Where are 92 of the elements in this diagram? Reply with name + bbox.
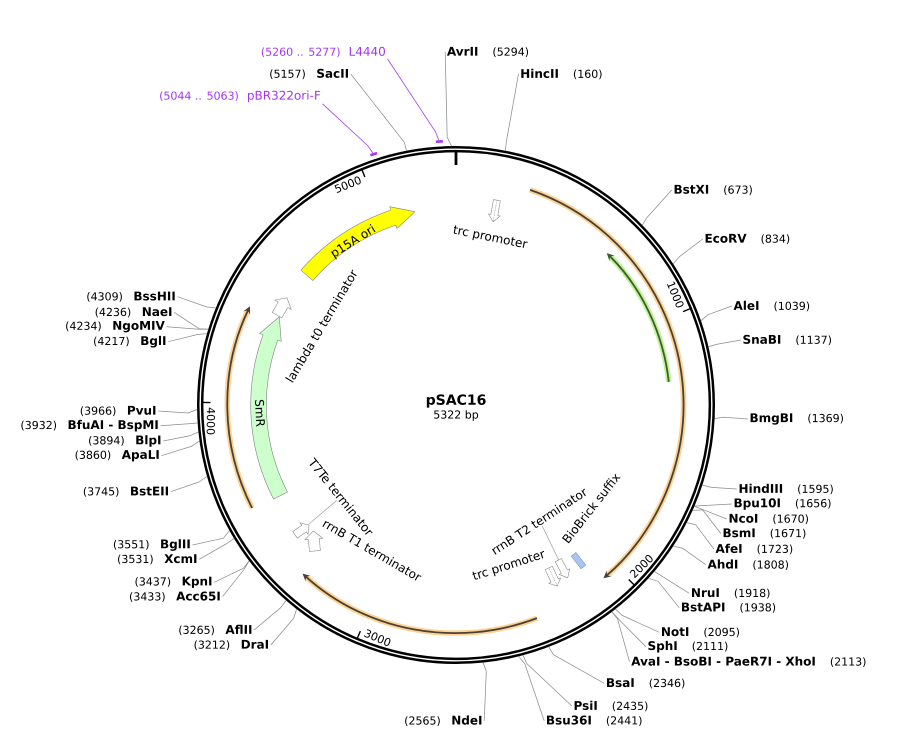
- sequence-length: 5322 bp: [434, 410, 478, 421]
- leader-line: [686, 522, 714, 550]
- site-label: (4309) BssHII: [87, 292, 175, 302]
- site-label: HincII (160): [521, 68, 602, 80]
- leader-line: [270, 608, 297, 646]
- primer-label: (5044 .. 5063) pBR322ori-F: [160, 90, 320, 102]
- site-label: Bsu36I (2441): [547, 716, 642, 726]
- site-label: (3894) BlpI: [89, 435, 160, 447]
- site-label: AfeI (1723): [716, 544, 792, 554]
- site-label: (3932) BfuAI - BspMI: [21, 420, 158, 432]
- terminator-symbol: [554, 558, 570, 578]
- leader-line: [174, 312, 209, 330]
- leader-line: [522, 654, 572, 706]
- site-label: (3437) KpnI: [135, 576, 212, 588]
- site-label: BstXI (673): [674, 184, 752, 196]
- site-label: AhdI (1808): [708, 559, 788, 570]
- site-label: BmgBI (1369): [750, 413, 843, 425]
- leader-line: [692, 509, 722, 534]
- site-label: BsmI (1671): [724, 528, 806, 539]
- leader-line: [694, 506, 728, 520]
- leader-line: [648, 578, 680, 608]
- leader-line: [198, 538, 234, 560]
- site-label: (3433) Acc65I: [130, 592, 220, 602]
- site-label: SphI (2111): [648, 640, 728, 652]
- leader-line: [158, 409, 198, 414]
- primer-mark: [370, 152, 378, 156]
- site-label: (3860) ApaLI: [76, 450, 159, 462]
- site-label: (5157) SacII: [270, 68, 348, 80]
- site-label: NcoI (1670): [730, 514, 808, 524]
- site-label: AvaI - BsoBI - PaeR7I - XhoI (2113): [631, 656, 866, 667]
- site-label: (3531) XcmI: [118, 554, 196, 564]
- leader-line: [548, 646, 605, 684]
- leader-line: [654, 571, 690, 594]
- leader-line: [222, 560, 250, 598]
- primer-label: (5260 .. 5277) L4440: [262, 46, 385, 58]
- site-label: (2565) NdeI: [405, 715, 482, 726]
- site-label: BsaI (2346): [607, 678, 684, 688]
- site-label: (3551) BglII: [114, 539, 190, 551]
- leader-line: [322, 103, 374, 154]
- leader-line: [700, 306, 732, 322]
- leader-line: [612, 611, 630, 662]
- leader-line: [714, 416, 748, 420]
- site-label: AleI (1039): [734, 300, 810, 312]
- site-label: (3745) BstEII: [84, 486, 168, 497]
- leader-line: [160, 422, 198, 426]
- leader-line: [177, 296, 216, 308]
- leader-line: [642, 190, 672, 226]
- leader-line: [482, 662, 487, 722]
- leader-line: [162, 432, 199, 442]
- site-label: NotI (2095): [662, 627, 740, 638]
- terminator-symbol: [292, 522, 310, 538]
- tick-label: 5000: [334, 176, 361, 193]
- leader-line: [254, 600, 286, 630]
- leader-line: [161, 440, 200, 456]
- plasmid-name: pSAC16: [426, 394, 486, 408]
- primer-mark: [436, 140, 443, 144]
- leader-line: [170, 476, 208, 492]
- site-label: SnaBI (1137): [743, 334, 832, 346]
- leader-line: [350, 74, 407, 152]
- site-label: (3966) PvuI: [80, 406, 156, 416]
- leader-line: [702, 484, 738, 490]
- site-label: PsiI (2435): [574, 700, 648, 712]
- leader-line: [672, 546, 706, 566]
- site-label: EcoRV (834): [706, 234, 790, 244]
- feature-label: trc promoter: [454, 225, 528, 248]
- site-label: (3212) DraI: [194, 640, 268, 650]
- site-label: AvrII (5294): [446, 46, 528, 58]
- leader-line: [505, 74, 519, 152]
- leader-line: [168, 333, 208, 342]
- leader-line: [444, 52, 452, 146]
- leader-line: [387, 58, 440, 140]
- tick-label: 3000: [364, 629, 390, 646]
- leader-line: [192, 530, 230, 546]
- site-label: Bpu10I (1656): [734, 498, 831, 510]
- leader-line: [672, 238, 704, 264]
- leader-line: [214, 560, 250, 583]
- site-label: BstAPI (1938): [682, 602, 776, 613]
- tick-label: 4000: [206, 408, 216, 434]
- leader-line: [308, 500, 337, 525]
- leader-line: [542, 526, 559, 560]
- site-label: HindIII (1595): [740, 484, 833, 494]
- leader-line: [612, 611, 646, 648]
- leader-line: [694, 504, 732, 507]
- leader-line: [708, 340, 742, 348]
- leader-line: [615, 608, 660, 633]
- tick-label: 1000: [667, 281, 684, 308]
- site-label: (4217) BglI: [94, 336, 166, 348]
- site-label: (3265) AflII: [179, 624, 252, 636]
- leader-line: [518, 656, 545, 722]
- site-label: NruI (1918): [692, 588, 770, 598]
- site-label: (4236) NaeI: [96, 307, 172, 318]
- site-label: (4234) NgoMIV: [66, 321, 165, 332]
